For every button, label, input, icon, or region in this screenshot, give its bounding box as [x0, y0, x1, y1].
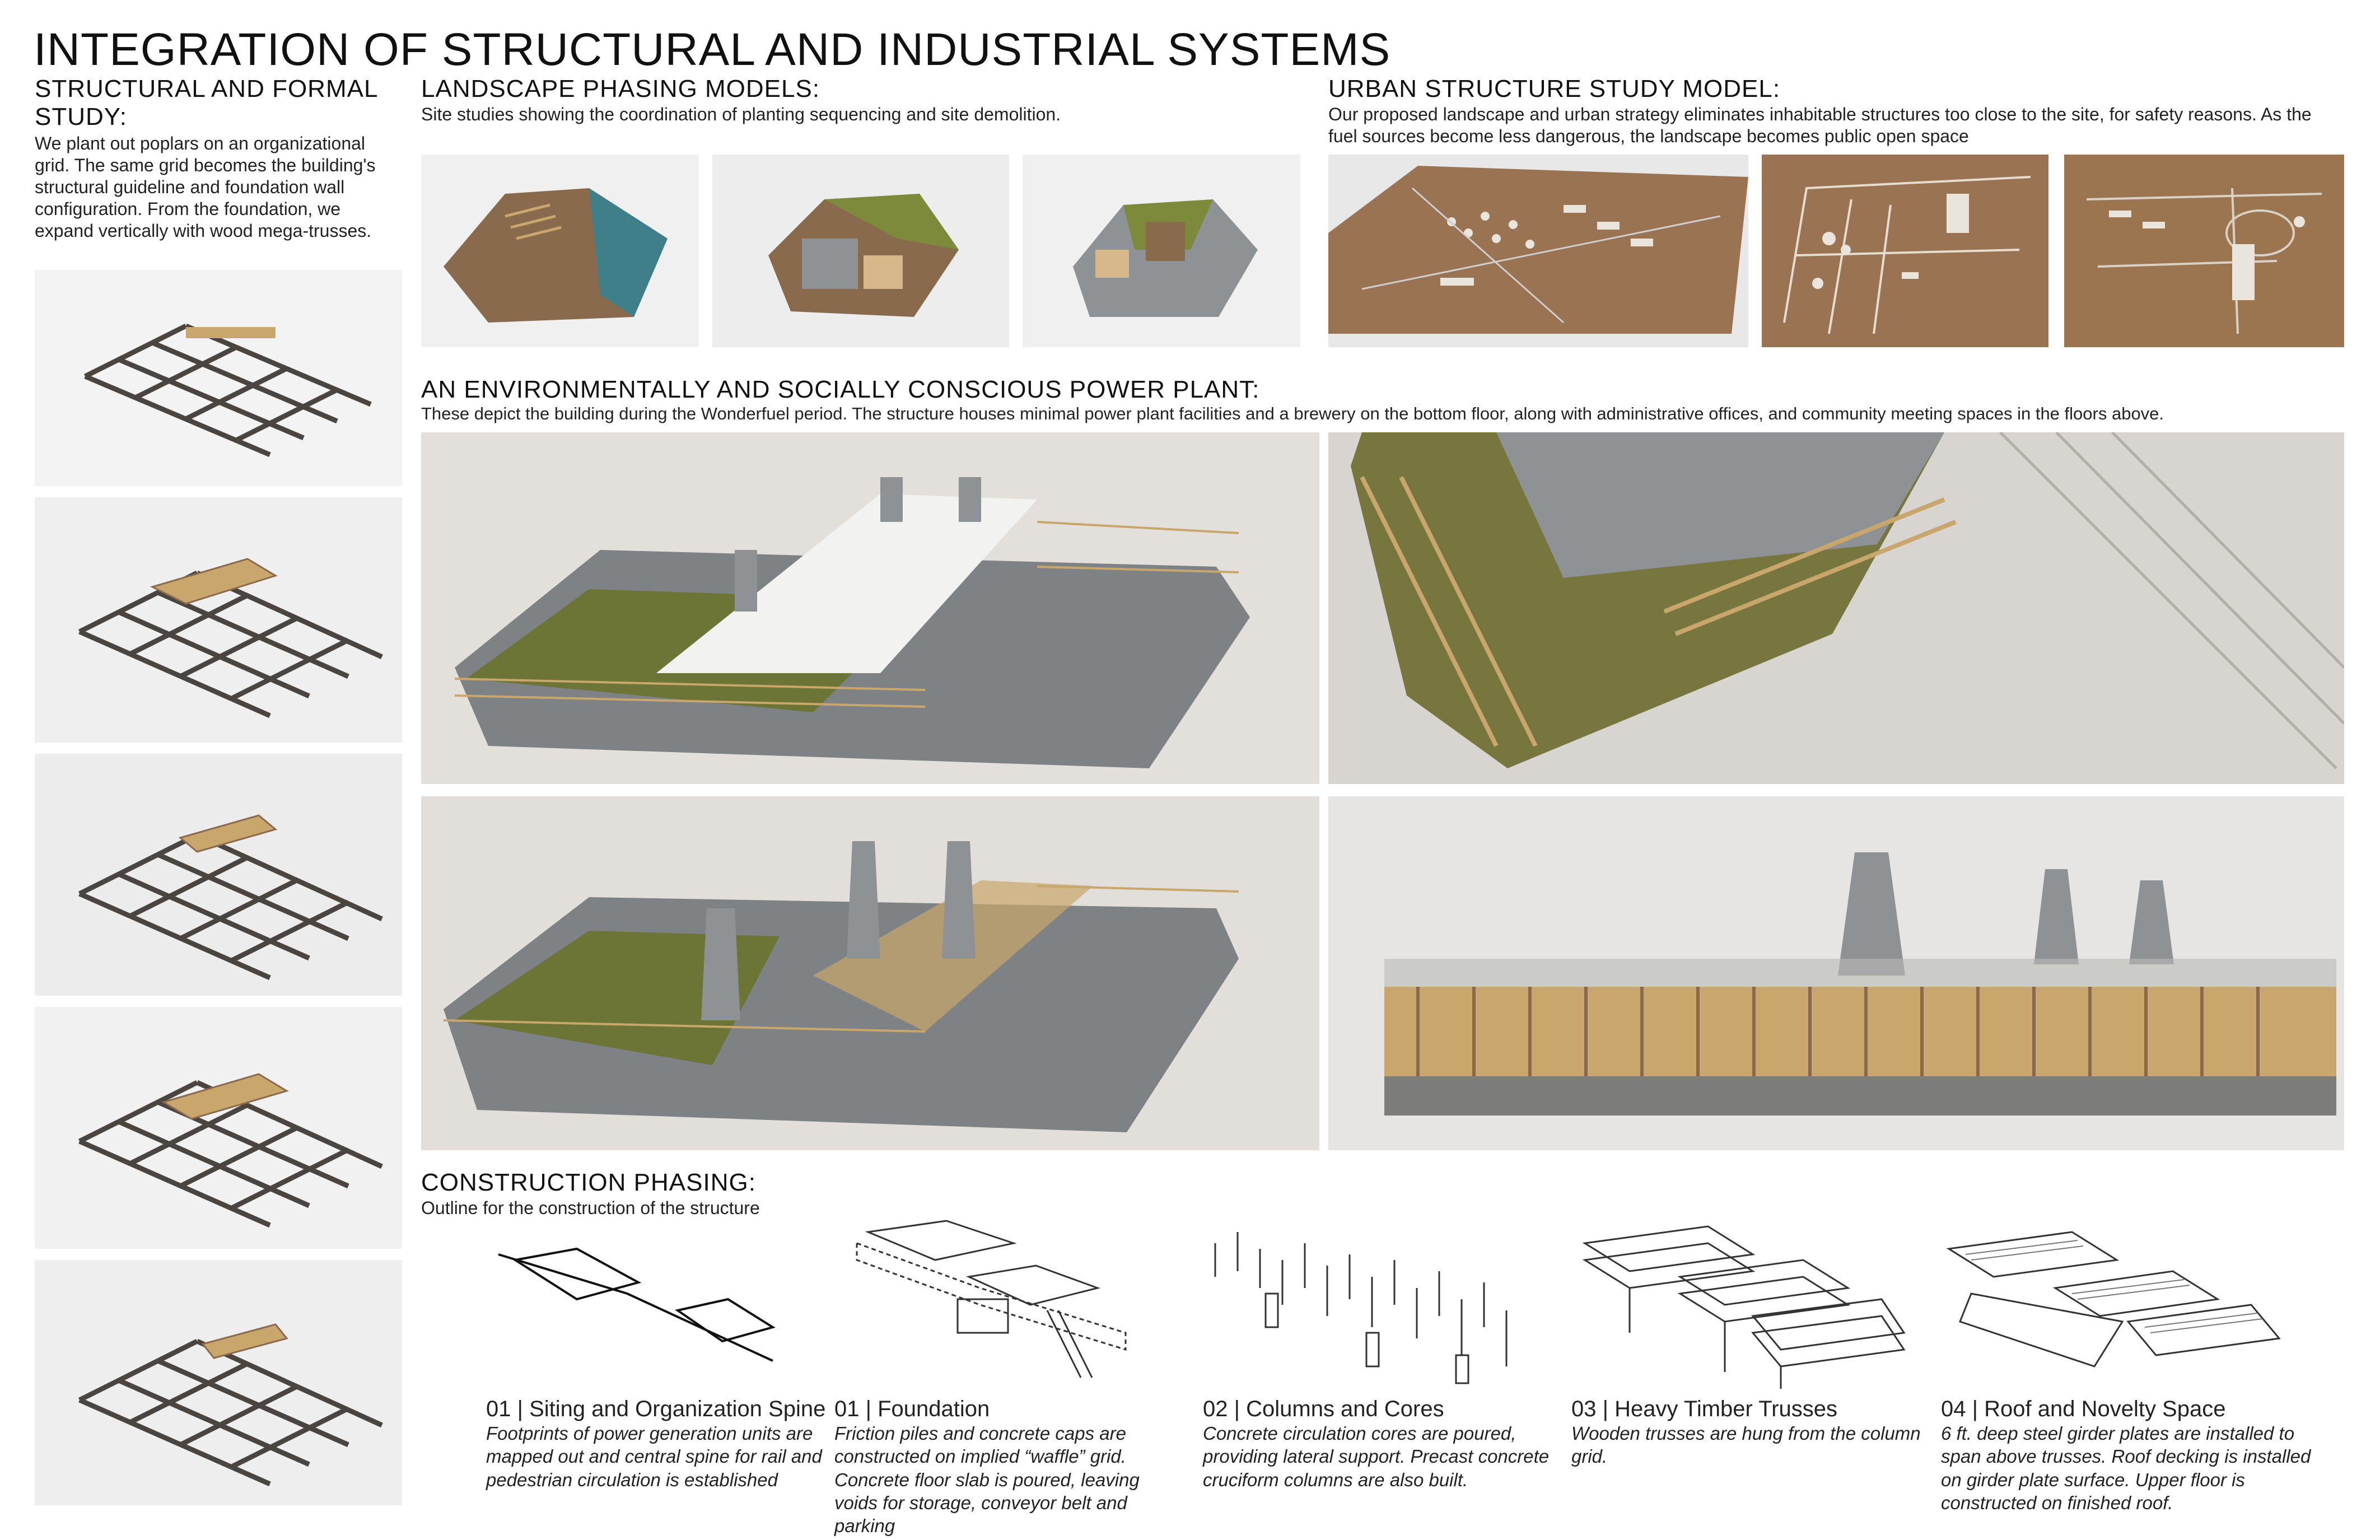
landscape-model-photo-2: [712, 155, 1009, 347]
step-trusses-desc: Wooden trusses are hung from the column …: [1571, 1423, 1921, 1467]
diagram-siting: [482, 1221, 829, 1378]
step-trusses: 03 | Heavy Timber Trusses Wooden trusses…: [1571, 1397, 1930, 1468]
step-siting-title: 01 | Siting and Organization Spine: [486, 1397, 826, 1421]
power-plant-photo-3: [421, 796, 1319, 1150]
step-foundation: 01 | Foundation Friction piles and concr…: [834, 1397, 1182, 1537]
urban-model-photo-3: [2064, 155, 2344, 347]
step-roof: 04 | Roof and Novelty Space 6 ft. deep s…: [1941, 1397, 2322, 1514]
step-foundation-title: 01 | Foundation: [834, 1397, 990, 1421]
diagram-trusses: [1568, 1210, 1915, 1394]
step-columns-title: 02 | Columns and Cores: [1203, 1397, 1444, 1421]
power-plant-heading: AN ENVIRONMENTALLY AND SOCIALLY CONSCIOU…: [421, 376, 1260, 403]
step-siting-desc: Footprints of power generation units are…: [486, 1423, 822, 1490]
power-plant-body: These depict the building during the Won…: [421, 404, 2164, 423]
page-title: INTEGRATION OF STRUCTURAL AND INDUSTRIAL…: [34, 24, 1391, 75]
grid-model-photo-3: [35, 754, 402, 996]
grid-model-photo-1: [35, 270, 402, 486]
structural-heading-line2: STUDY:: [35, 103, 127, 130]
urban-heading: URBAN STRUCTURE STUDY MODEL:: [1328, 75, 1781, 102]
step-trusses-title: 03 | Heavy Timber Trusses: [1571, 1397, 1837, 1421]
step-roof-title: 04 | Roof and Novelty Space: [1941, 1397, 2226, 1421]
step-siting: 01 | Siting and Organization Spine Footp…: [486, 1397, 826, 1491]
construction-body: Outline for the construction of the stru…: [421, 1198, 760, 1218]
landscape-body: Site studies showing the coordination of…: [421, 104, 1061, 124]
grid-model-photo-2: [35, 497, 402, 743]
landscape-model-photo-3: [1023, 155, 1300, 347]
structural-body: We plant out poplars on an organizationa…: [35, 133, 376, 241]
power-plant-photo-2: [1328, 432, 2344, 784]
landscape-model-photo-1: [421, 155, 699, 347]
urban-model-photo-1: [1328, 155, 1748, 347]
grid-model-photo-4: [35, 1007, 402, 1249]
diagram-columns: [1198, 1210, 1546, 1394]
power-plant-photo-4: [1328, 796, 2344, 1150]
diagram-roof: [1938, 1210, 2296, 1394]
urban-model-photo-2: [1762, 155, 2048, 347]
step-foundation-desc: Friction piles and concrete caps are con…: [834, 1423, 1140, 1536]
grid-model-photo-5: [35, 1260, 402, 1505]
urban-body: Our proposed landscape and urban strateg…: [1328, 104, 2312, 147]
power-plant-photo-1: [421, 432, 1319, 784]
landscape-heading: LANDSCAPE PHASING MODELS:: [421, 75, 820, 102]
step-roof-desc: 6 ft. deep steel girder plates are insta…: [1941, 1423, 2311, 1513]
construction-heading: CONSTRUCTION PHASING:: [421, 1169, 756, 1196]
structural-heading-line1: STRUCTURAL AND FORMAL: [35, 75, 379, 102]
step-columns-desc: Concrete circulation cores are poured, p…: [1203, 1423, 1550, 1490]
step-columns: 02 | Columns and Cores Concrete circulat…: [1203, 1397, 1561, 1491]
diagram-foundation: [834, 1210, 1148, 1394]
